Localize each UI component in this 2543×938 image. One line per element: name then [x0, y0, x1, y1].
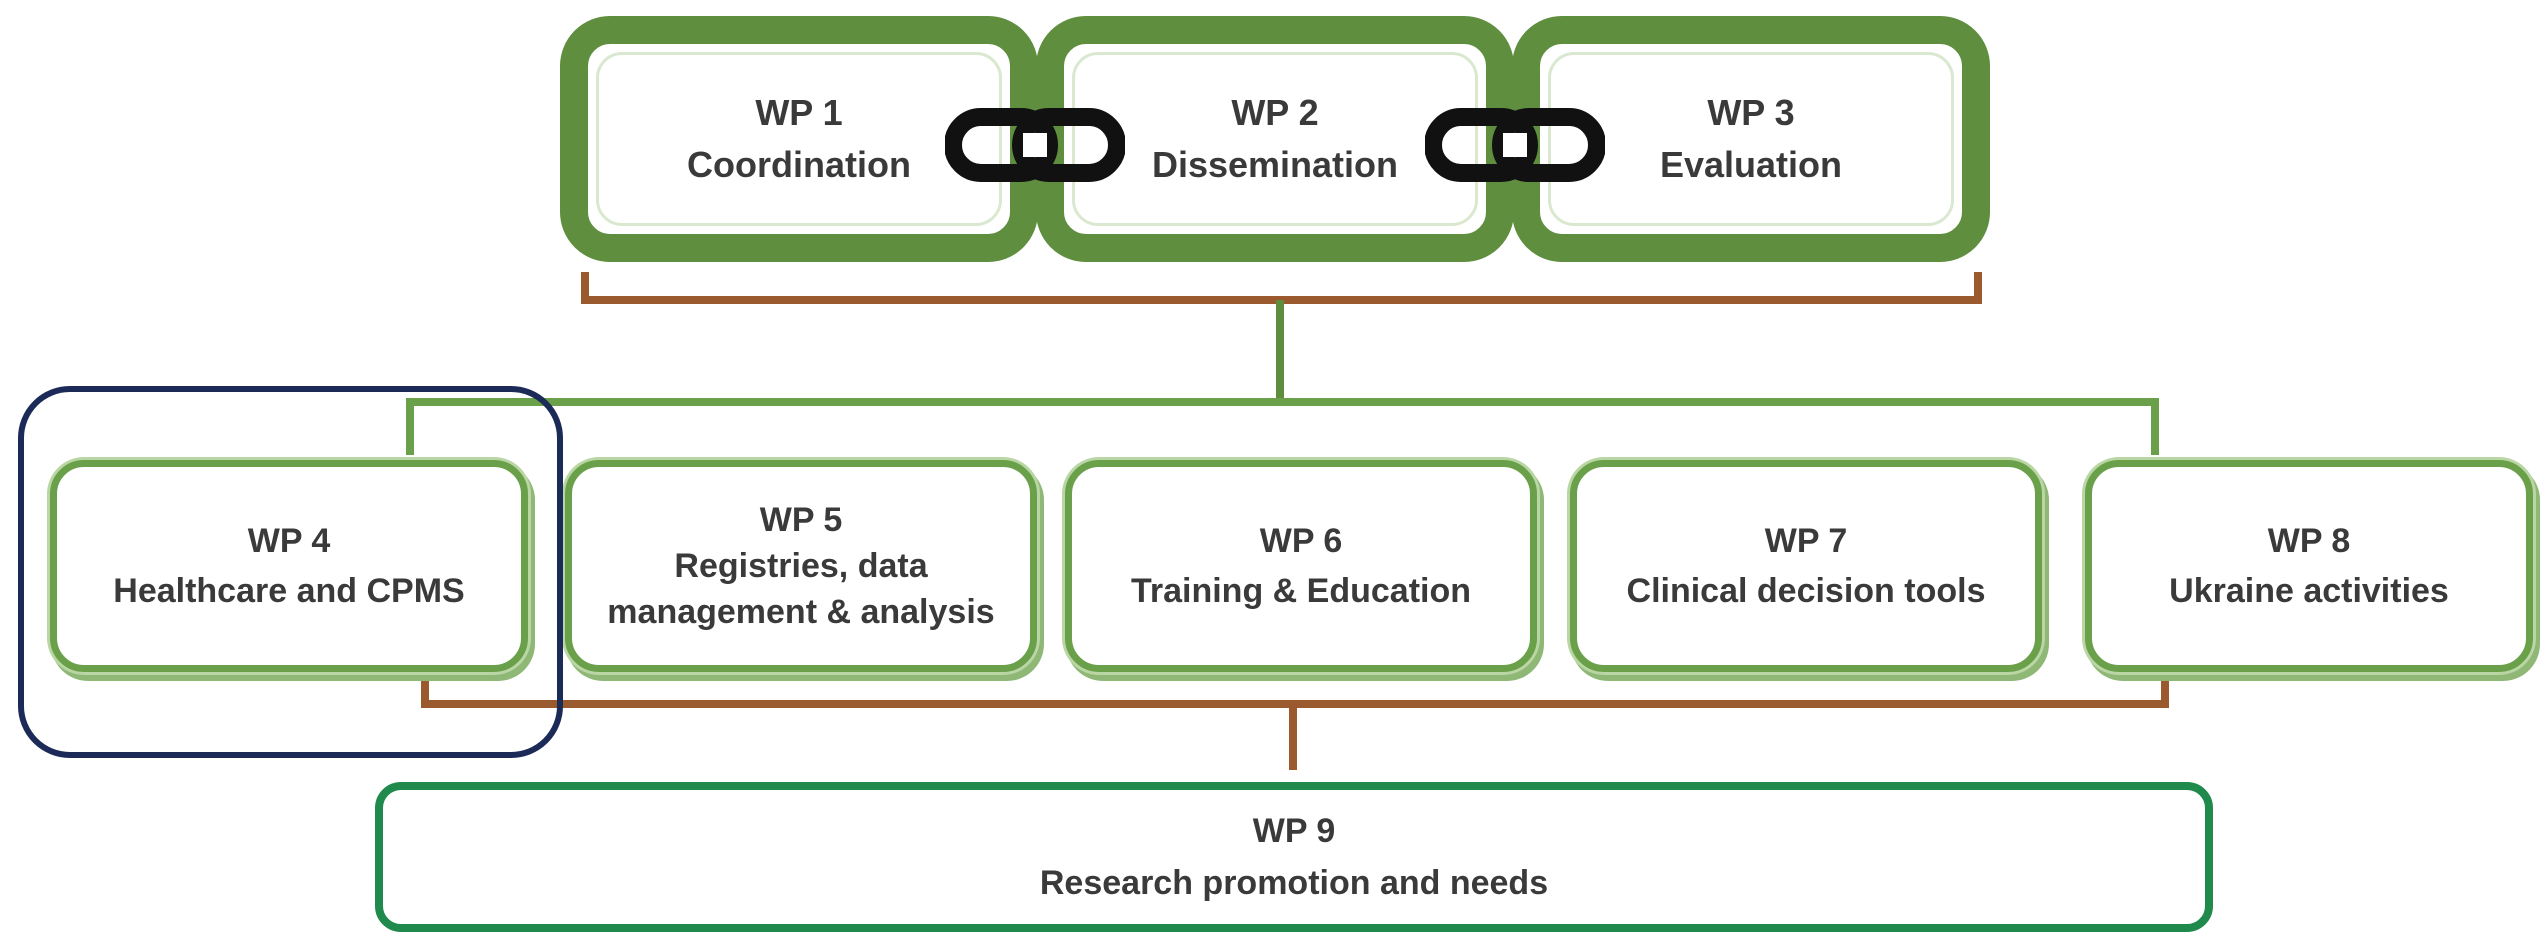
wp9-title: Research promotion and needs: [1039, 864, 1549, 902]
wp5-title: Registries, data management & analysis: [607, 547, 995, 631]
wp6-title: Training & Education: [1130, 572, 1472, 610]
wp5-box: WP 5 Registries, data management & analy…: [565, 460, 1037, 672]
wp8-title: Ukraine activities: [2169, 572, 2449, 610]
wp2-title: Dissemination: [1151, 144, 1399, 185]
wp6-id: WP 6: [1259, 522, 1343, 560]
wp4-title: Healthcare and CPMS: [113, 572, 465, 610]
wp3-id: WP 3: [1707, 92, 1795, 133]
wp9-box: WP 9 Research promotion and needs: [375, 782, 2213, 932]
wp6-box: WP 6 Training & Education: [1065, 460, 1537, 672]
wp8-id: WP 8: [2267, 522, 2351, 560]
mid-row-top-bar: [406, 398, 2159, 455]
wp9-id: WP 9: [1252, 812, 1336, 850]
wp1-title: Coordination: [687, 144, 911, 185]
wp3-title: Evaluation: [1659, 144, 1843, 185]
wp7-title: Clinical decision tools: [1626, 572, 1986, 610]
mid-row-bracket: [421, 680, 2169, 708]
chain-link-icon: [945, 108, 1125, 182]
wp3-box: WP 3 Evaluation: [1512, 16, 1990, 262]
wp8-box: WP 8 Ukraine activities: [2085, 460, 2533, 672]
wp2-box: WP 2 Dissemination: [1036, 16, 1514, 262]
wp7-box: WP 7 Clinical decision tools: [1570, 460, 2042, 672]
wp4-box: WP 4 Healthcare and CPMS: [50, 460, 528, 672]
wp1-id: WP 1: [755, 92, 843, 133]
wp4-id: WP 4: [247, 522, 331, 560]
wp2-id: WP 2: [1231, 92, 1319, 133]
top-row-bracket: [581, 272, 1982, 304]
wp4-highlight-frame: [18, 386, 563, 758]
wp5-id: WP 5: [759, 501, 843, 539]
chain-link-icon: [1425, 108, 1605, 182]
wp7-id: WP 7: [1764, 522, 1848, 560]
